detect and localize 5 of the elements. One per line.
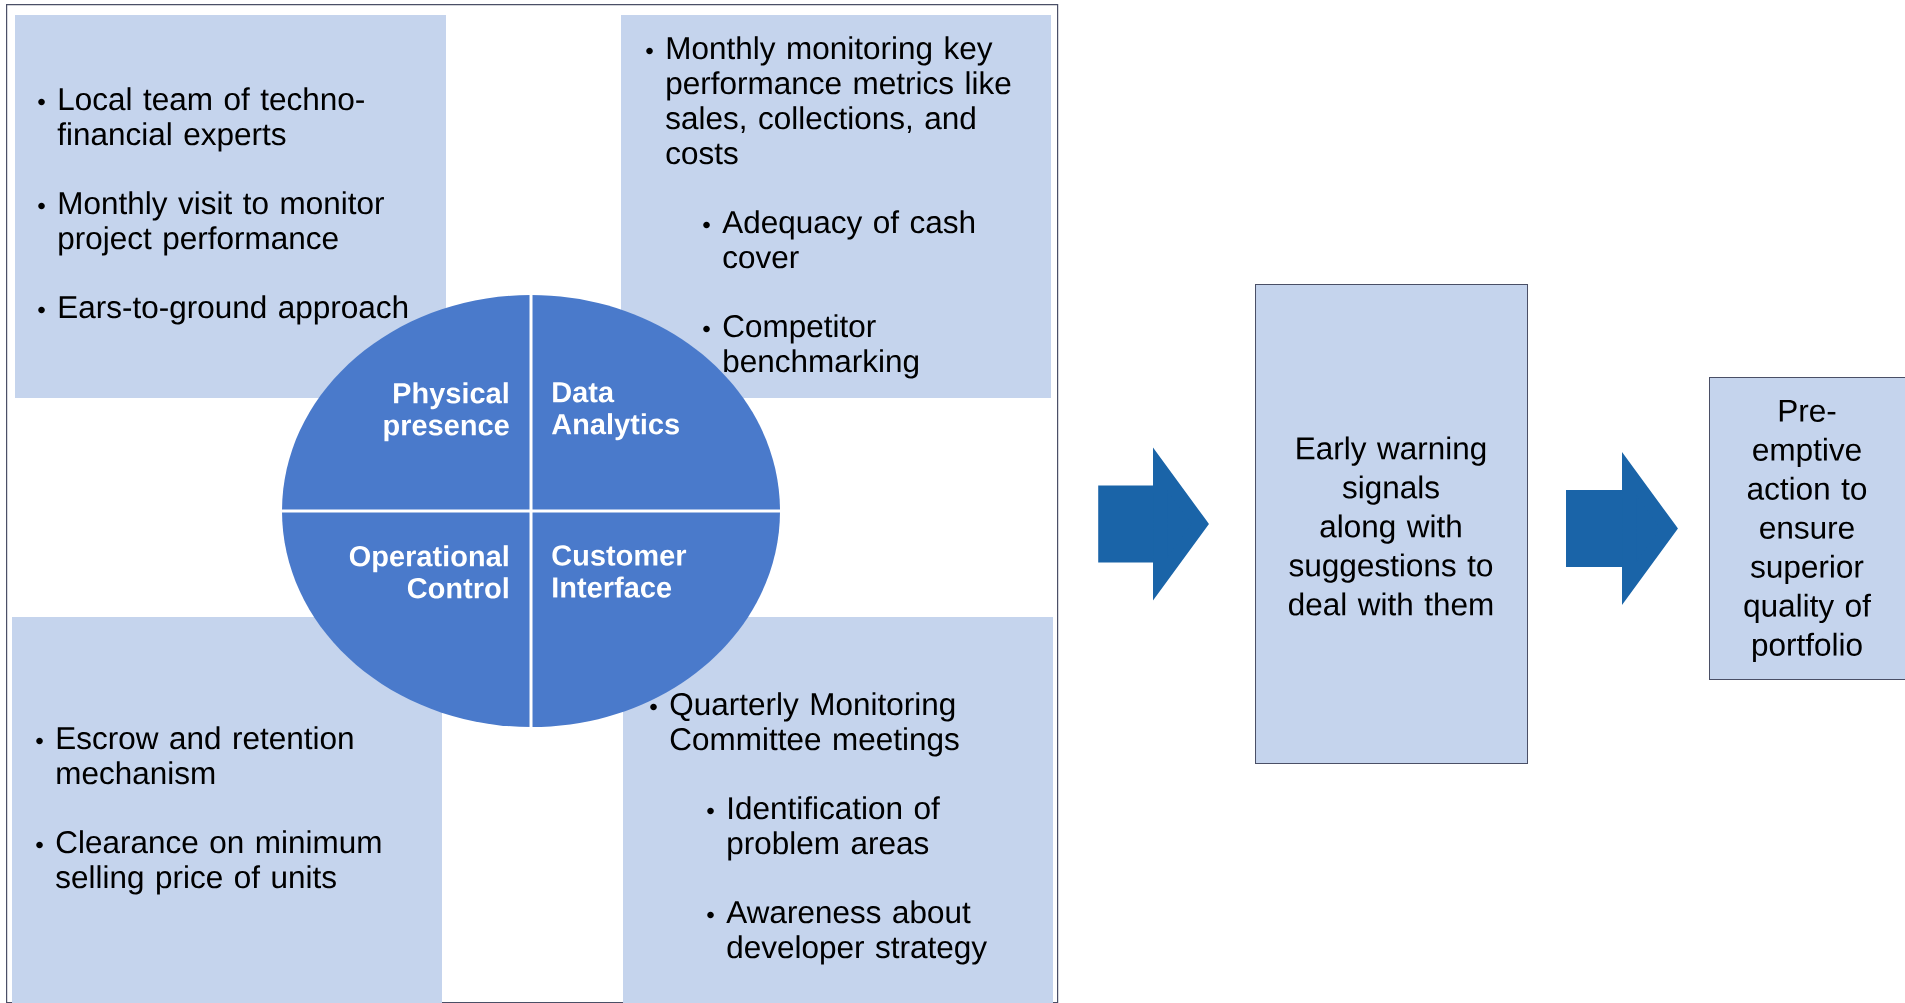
bullet-panel: Monthly monitoring key performance metrics like sales, collections, and costs Adequacy of cash cover Competitor benchmarking (621, 15, 1051, 398)
bullet-panel: Escrow and retention mechanism Clearance on minimum selling price of units (12, 617, 442, 1003)
process-box: Pre-emptive action to ensure superior quality of portfolio (1709, 377, 1905, 680)
process-box: Early warning signals along with suggestions to deal with them (1255, 284, 1528, 764)
bullet-panel: Quarterly Monitoring Committee meetings Identification of problem areas Awareness about developer strategy (623, 617, 1053, 1003)
